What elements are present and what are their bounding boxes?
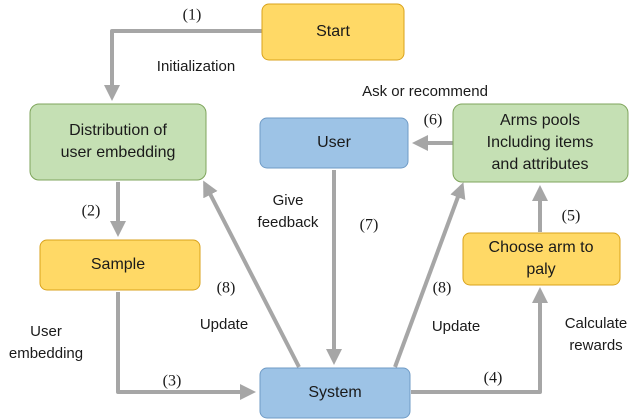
user-box <box>259 117 409 169</box>
initialization-label: Initialization <box>157 58 235 75</box>
step-2-label: (2) <box>82 203 101 220</box>
user-line-1: User <box>317 134 351 151</box>
choose-arm-text: Choose arm to paly <box>489 239 594 278</box>
arms-pools-line-3: and attributes <box>492 156 589 173</box>
give-feedback-label: Give feedback <box>258 192 319 231</box>
update-left-label: Update <box>200 316 248 333</box>
distribution-line-2: user embedding <box>61 144 176 161</box>
step-4-label: (4) <box>484 370 503 387</box>
calculate-rewards-label: Calculate rewards <box>565 315 628 354</box>
step-6-label: (6) <box>424 112 443 129</box>
arms-pools-line-2: Including items <box>487 134 594 151</box>
arrow-system-to-distribution <box>203 180 301 368</box>
step-8-left-label: (8) <box>217 280 236 297</box>
user-text: User <box>317 134 351 151</box>
node-user: User <box>259 117 409 169</box>
distribution-line-1: Distribution of <box>69 122 167 139</box>
update-right-label-line-1: Update <box>432 318 480 335</box>
choose-arm-line-2: paly <box>526 261 555 278</box>
user-embedding-label: User embedding <box>9 323 83 362</box>
update-left-label-line-1: Update <box>200 316 248 333</box>
distribution-text: Distribution of user embedding <box>61 122 176 161</box>
sample-box <box>39 239 201 291</box>
step-7-label: (7) <box>360 217 379 234</box>
system-line-1: System <box>308 384 361 401</box>
sample-line-1: Sample <box>91 256 145 273</box>
calculate-rewards-label-line-2: rewards <box>569 337 622 354</box>
give-feedback-label-line-1: Give <box>273 192 304 209</box>
choose-arm-box <box>462 232 621 286</box>
distribution-box <box>29 103 207 181</box>
node-distribution: Distribution of user embedding <box>29 103 207 181</box>
choose-arm-line-1: Choose arm to <box>489 239 594 256</box>
system-box <box>259 367 411 419</box>
arrow-system-to-arms-pools <box>393 182 466 368</box>
arms-pools-line-1: Arms pools <box>500 112 580 129</box>
step-numbers: (1) (2) (3) (4) (5) (6) (7) (8) (8) <box>82 7 581 390</box>
edge-labels: Initialization Ask or recommend Give feed… <box>9 58 627 362</box>
give-feedback-label-line-2: feedback <box>258 214 319 231</box>
arrow-sample-to-system <box>116 292 256 400</box>
ask-or-recommend-label: Ask or recommend <box>362 83 488 100</box>
arms-pools-box <box>452 103 629 183</box>
node-sample: Sample <box>39 239 201 291</box>
calculate-rewards-label-line-1: Calculate <box>565 315 628 332</box>
step-1-label: (1) <box>183 7 202 24</box>
initialization-label-line-1: Initialization <box>157 58 235 75</box>
node-system: System <box>259 367 411 419</box>
sample-text: Sample <box>91 256 145 273</box>
update-right-label: Update <box>432 318 480 335</box>
system-text: System <box>308 384 361 401</box>
arrow-start-to-distribution <box>104 29 262 101</box>
step-3-label: (3) <box>163 373 182 390</box>
edges <box>104 29 548 400</box>
ask-or-recommend-label-line-1: Ask or recommend <box>362 83 488 100</box>
user-embedding-label-line-2: embedding <box>9 345 83 362</box>
step-5-label: (5) <box>562 208 581 225</box>
node-choose-arm: Choose arm to paly <box>462 232 621 286</box>
start-text: Start <box>316 23 350 40</box>
step-8-right-label: (8) <box>433 280 452 297</box>
arrow-system-to-choose-arm <box>411 287 548 394</box>
start-box <box>261 3 405 61</box>
node-start: Start <box>261 3 405 61</box>
user-embedding-label-line-1: User <box>30 323 62 340</box>
start-line-1: Start <box>316 23 350 40</box>
